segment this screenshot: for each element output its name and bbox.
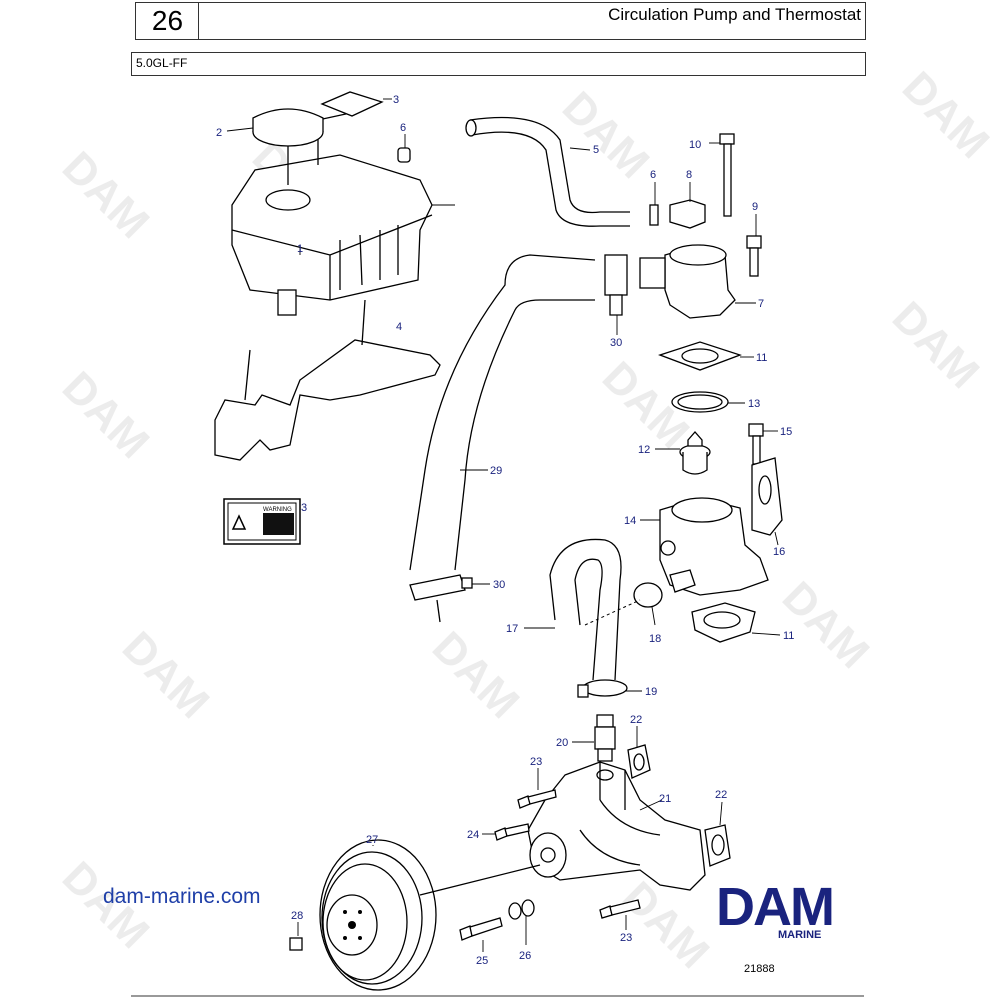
watermark: DAM <box>773 572 879 678</box>
title-box: Circulation Pump and Thermostat <box>198 2 866 40</box>
gasket <box>658 341 742 371</box>
callout-number: 22 <box>630 714 642 726</box>
callout-number: 23 <box>620 932 632 944</box>
pulley <box>319 839 541 991</box>
watermark: DAM <box>53 362 159 468</box>
brand-subtitle: MARINE <box>778 929 822 941</box>
callout-number: 18 <box>649 633 661 645</box>
watermark-layer: DAM DAM DAM DAM DAM DAM DAM DAM DAM DAM … <box>53 62 999 978</box>
hose-clamp <box>397 147 411 163</box>
washer <box>508 899 535 920</box>
o-ring <box>671 391 729 413</box>
gasket <box>627 744 651 779</box>
label-sticker <box>320 91 384 117</box>
callout-number: 11 <box>783 630 794 642</box>
section-number: 26 <box>135 2 200 40</box>
filler-cap <box>252 108 324 185</box>
callout-number: 12 <box>638 444 650 456</box>
model-box: 5.0GL-FF <box>131 52 866 76</box>
tank-bracket <box>214 299 441 461</box>
callout-number: 26 <box>519 950 531 962</box>
bolt <box>459 917 503 941</box>
callout-layer: 2 3 6 4 5 10 6 8 9 7 30 11 13 12 15 29 3… <box>216 94 794 967</box>
callout-number: 6 <box>650 169 656 181</box>
thermostat-body <box>659 497 769 596</box>
gasket <box>704 824 731 867</box>
callout-number: 3 <box>301 502 307 514</box>
hose-clamp <box>577 679 628 698</box>
callout-number: 3 <box>393 94 399 106</box>
callout-number: 19 <box>645 686 657 698</box>
callout-number: 8 <box>686 169 692 181</box>
callout-number: 23 <box>530 756 542 768</box>
callout-number: 24 <box>467 829 479 841</box>
brand-logo: DAM <box>716 877 835 937</box>
callout-number: 15 <box>780 426 792 438</box>
watermark: DAM <box>883 292 989 398</box>
callout-number: 21 <box>659 793 671 805</box>
drawing-number: 21888 <box>744 963 775 975</box>
bolt <box>599 899 641 919</box>
website-link[interactable]: dam-marine.com <box>103 885 261 908</box>
watermark: DAM <box>893 62 999 168</box>
callout-number: 6 <box>400 122 406 134</box>
water-pump <box>527 761 706 891</box>
hose-clamp <box>604 254 628 316</box>
callout-number: 13 <box>748 398 760 410</box>
main-hose <box>409 254 596 571</box>
bypass-hose <box>549 538 641 681</box>
lift-bracket <box>751 457 783 536</box>
callout-number: 29 <box>490 465 502 477</box>
bolt <box>719 133 735 217</box>
hose-clamp <box>649 204 659 226</box>
watermark: DAM <box>53 142 159 248</box>
callout-number: 27 <box>366 834 378 846</box>
callout-number: 30 <box>610 337 622 349</box>
bolt <box>494 823 530 841</box>
watermark: DAM <box>423 622 529 728</box>
bolt <box>517 789 557 809</box>
callout-number: 22 <box>715 789 727 801</box>
callout-number: 14 <box>624 515 636 527</box>
callout-number: 16 <box>773 546 785 558</box>
warning-text: WARNING <box>263 507 292 513</box>
callout-number: 5 <box>593 144 599 156</box>
callout-number: 4 <box>396 321 402 333</box>
callout-number: 2 <box>216 127 222 139</box>
callout-number: 25 <box>476 955 488 967</box>
watermark: DAM <box>613 872 719 978</box>
model-label: 5.0GL-FF <box>136 56 188 70</box>
expansion-tank <box>231 111 433 316</box>
watermark: DAM <box>113 622 219 728</box>
callout-number: 11 <box>756 352 767 364</box>
callout-number: 1 <box>297 243 303 255</box>
pipe-fitting <box>594 714 616 762</box>
warning-sticker: WARNING <box>223 498 301 545</box>
callout-number: 20 <box>556 737 568 749</box>
bolt <box>748 423 764 465</box>
thermostat-housing <box>639 244 736 319</box>
hose-clamp <box>633 582 663 608</box>
thermostat <box>679 431 711 475</box>
callout-number: 10 <box>689 139 701 151</box>
callout-number: 28 <box>291 910 303 922</box>
bolt <box>746 235 762 277</box>
page-title: Circulation Pump and Thermostat <box>608 5 861 24</box>
hose-fitting <box>669 199 706 229</box>
gasket <box>691 602 756 643</box>
callout-number: 30 <box>493 579 505 591</box>
watermark: DAM <box>553 82 659 188</box>
leader-lines <box>226 98 781 952</box>
callout-number: 17 <box>506 623 518 635</box>
hose-small <box>465 116 630 227</box>
hose-clamp <box>409 574 473 623</box>
bolt <box>289 937 303 951</box>
callout-number: 7 <box>758 298 764 310</box>
callout-number: 9 <box>752 201 758 213</box>
